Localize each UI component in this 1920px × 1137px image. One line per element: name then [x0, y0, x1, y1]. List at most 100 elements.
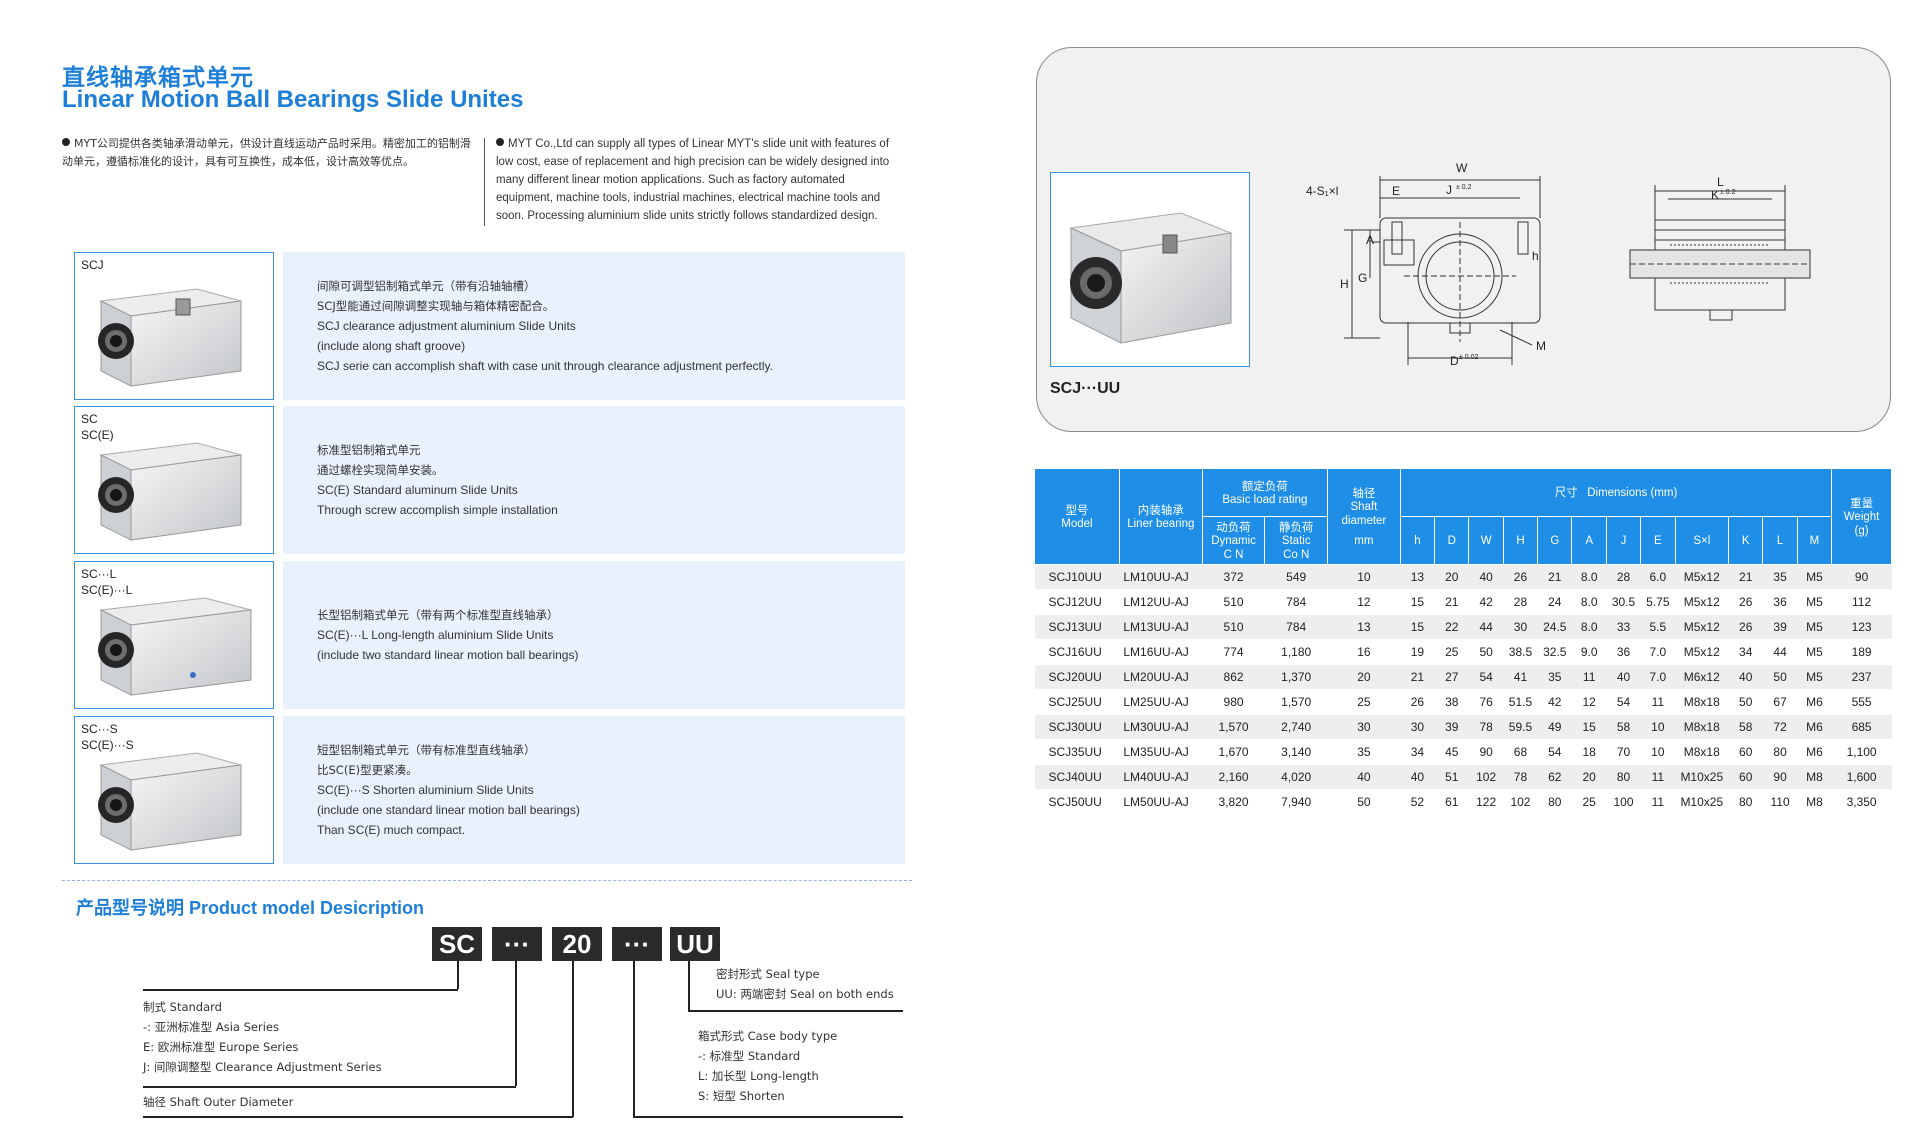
table-cell: 58: [1728, 714, 1763, 740]
table-cell: 80: [1606, 764, 1641, 790]
table-cell: 49: [1537, 714, 1572, 740]
table-cell: 67: [1762, 689, 1798, 715]
type-description-line: (include two standard linear motion ball…: [317, 648, 579, 662]
type-description: 标准型铝制箱式单元通过螺栓实现简单安装。SC(E) Standard alumi…: [283, 406, 905, 554]
table-cell: M6x12: [1675, 664, 1729, 690]
table-cell: 10: [1640, 739, 1676, 765]
table-cell: 25: [1434, 639, 1469, 665]
table-cell: M6: [1797, 739, 1832, 765]
table-cell: 54: [1606, 689, 1641, 715]
table-cell: 112: [1831, 589, 1892, 615]
connector-line: [143, 989, 458, 991]
connector-line: [633, 1116, 903, 1118]
header-dimensions: 尺寸 Dimensions (mm): [1399, 468, 1833, 517]
table-cell: SCJ50UU: [1034, 789, 1120, 815]
type-description-line: SCJ serie can accomplish shaft with case…: [317, 359, 773, 373]
table-cell: 39: [1762, 614, 1798, 640]
table-cell: 862: [1202, 664, 1265, 690]
table-cell: 13: [1400, 564, 1435, 590]
type-description-line: (include one standard linear motion ball…: [317, 803, 580, 817]
table-cell: 40: [1468, 564, 1504, 590]
table-cell: 15: [1400, 589, 1435, 615]
type-description-line: 间隙可调型铝制箱式单元（带有沿轴轴槽）: [317, 279, 536, 293]
table-cell: LM25UU-AJ: [1119, 689, 1203, 715]
table-cell: 5.75: [1640, 589, 1676, 615]
table-cell: 72: [1762, 714, 1798, 740]
table-cell: 78: [1468, 714, 1504, 740]
table-cell: 30: [1503, 614, 1538, 640]
table-cell: 60: [1728, 764, 1763, 790]
table-cell: 8.0: [1571, 614, 1607, 640]
table-cell: 80: [1762, 739, 1798, 765]
table-cell: 40: [1400, 764, 1435, 790]
table-cell: 80: [1728, 789, 1763, 815]
table-cell: 34: [1400, 739, 1435, 765]
table-cell: 4,020: [1264, 764, 1328, 790]
seal-type-explanation: 密封形式 Seal type UU: 两端密封 Seal on both end…: [716, 967, 894, 1001]
code-box-case: ···: [612, 927, 662, 961]
header-dim-col: G: [1537, 516, 1573, 565]
table-cell: 90: [1468, 739, 1504, 765]
table-cell: 36: [1762, 589, 1798, 615]
table-cell: 1,180: [1264, 639, 1328, 665]
table-cell: 26: [1728, 614, 1763, 640]
table-cell: 7.0: [1640, 664, 1676, 690]
header-dim-col: M: [1796, 516, 1833, 565]
code-box-type: ···: [492, 927, 542, 961]
table-cell: 11: [1640, 789, 1676, 815]
table-cell: 78: [1503, 764, 1538, 790]
table-cell: 40: [1327, 764, 1401, 790]
table-cell: SCJ25UU: [1034, 689, 1120, 715]
intro-divider: [484, 138, 485, 226]
table-cell: 38.5: [1503, 639, 1538, 665]
dim-label-w: W: [1456, 161, 1468, 175]
table-cell: 44: [1762, 639, 1798, 665]
table-cell: 58: [1606, 714, 1641, 740]
slide-unit-image: [98, 752, 242, 851]
page-title-en: Linear Motion Ball Bearings Slide Unites: [62, 86, 524, 113]
table-cell: 102: [1468, 764, 1504, 790]
type-label: SCJ: [81, 258, 104, 272]
table-cell: SCJ13UU: [1034, 614, 1120, 640]
table-cell: 189: [1831, 639, 1892, 665]
table-cell: 50: [1327, 789, 1401, 815]
type-description: 长型铝制箱式单元（带有两个标准型直线轴承）SC(E)···L Long-leng…: [283, 561, 905, 709]
table-cell: 22: [1434, 614, 1469, 640]
table-cell: 35: [1537, 664, 1572, 690]
table-cell: 40: [1728, 664, 1763, 690]
header-dim-col: K: [1728, 516, 1764, 565]
table-cell: 54: [1537, 739, 1572, 765]
type-description-line: SCJ型能通过间隙调整实现轴与箱体精密配合。: [317, 299, 555, 313]
table-cell: M5: [1797, 589, 1832, 615]
table-cell: 50: [1468, 639, 1504, 665]
table-cell: 76: [1468, 689, 1504, 715]
table-cell: 372: [1202, 564, 1265, 590]
table-cell: M8: [1797, 764, 1832, 790]
dim-label-m: M: [1536, 339, 1546, 353]
standard-explanation: 制式 Standard -: 亚洲标准型 Asia Series E: 欧洲标准…: [143, 1000, 382, 1074]
header-dim-col: S×l: [1674, 516, 1730, 565]
intro-en-text: MYT Co.,Ltd can supply all types of Line…: [496, 138, 890, 222]
table-cell: 10: [1327, 564, 1401, 590]
table-cell: 34: [1728, 639, 1763, 665]
table-cell: 1,600: [1831, 764, 1892, 790]
table-cell: 3,820: [1202, 789, 1265, 815]
type-description-line: 比SC(E)型更紧凑。: [317, 763, 418, 777]
type-description-line: SCJ clearance adjustment aluminium Slide…: [317, 319, 576, 333]
table-cell: 41: [1503, 664, 1538, 690]
table-cell: 18: [1571, 739, 1607, 765]
table-cell: 90: [1831, 564, 1892, 590]
connector-line: [688, 961, 690, 1011]
table-cell: 40: [1606, 664, 1641, 690]
table-cell: 122: [1468, 789, 1504, 815]
type-description-line: 通过螺栓实现简单安装。: [317, 463, 444, 477]
table-cell: 1,370: [1264, 664, 1328, 690]
table-cell: M8: [1797, 789, 1832, 815]
table-cell: 25: [1571, 789, 1607, 815]
table-cell: 70: [1606, 739, 1641, 765]
table-cell: 45: [1434, 739, 1469, 765]
